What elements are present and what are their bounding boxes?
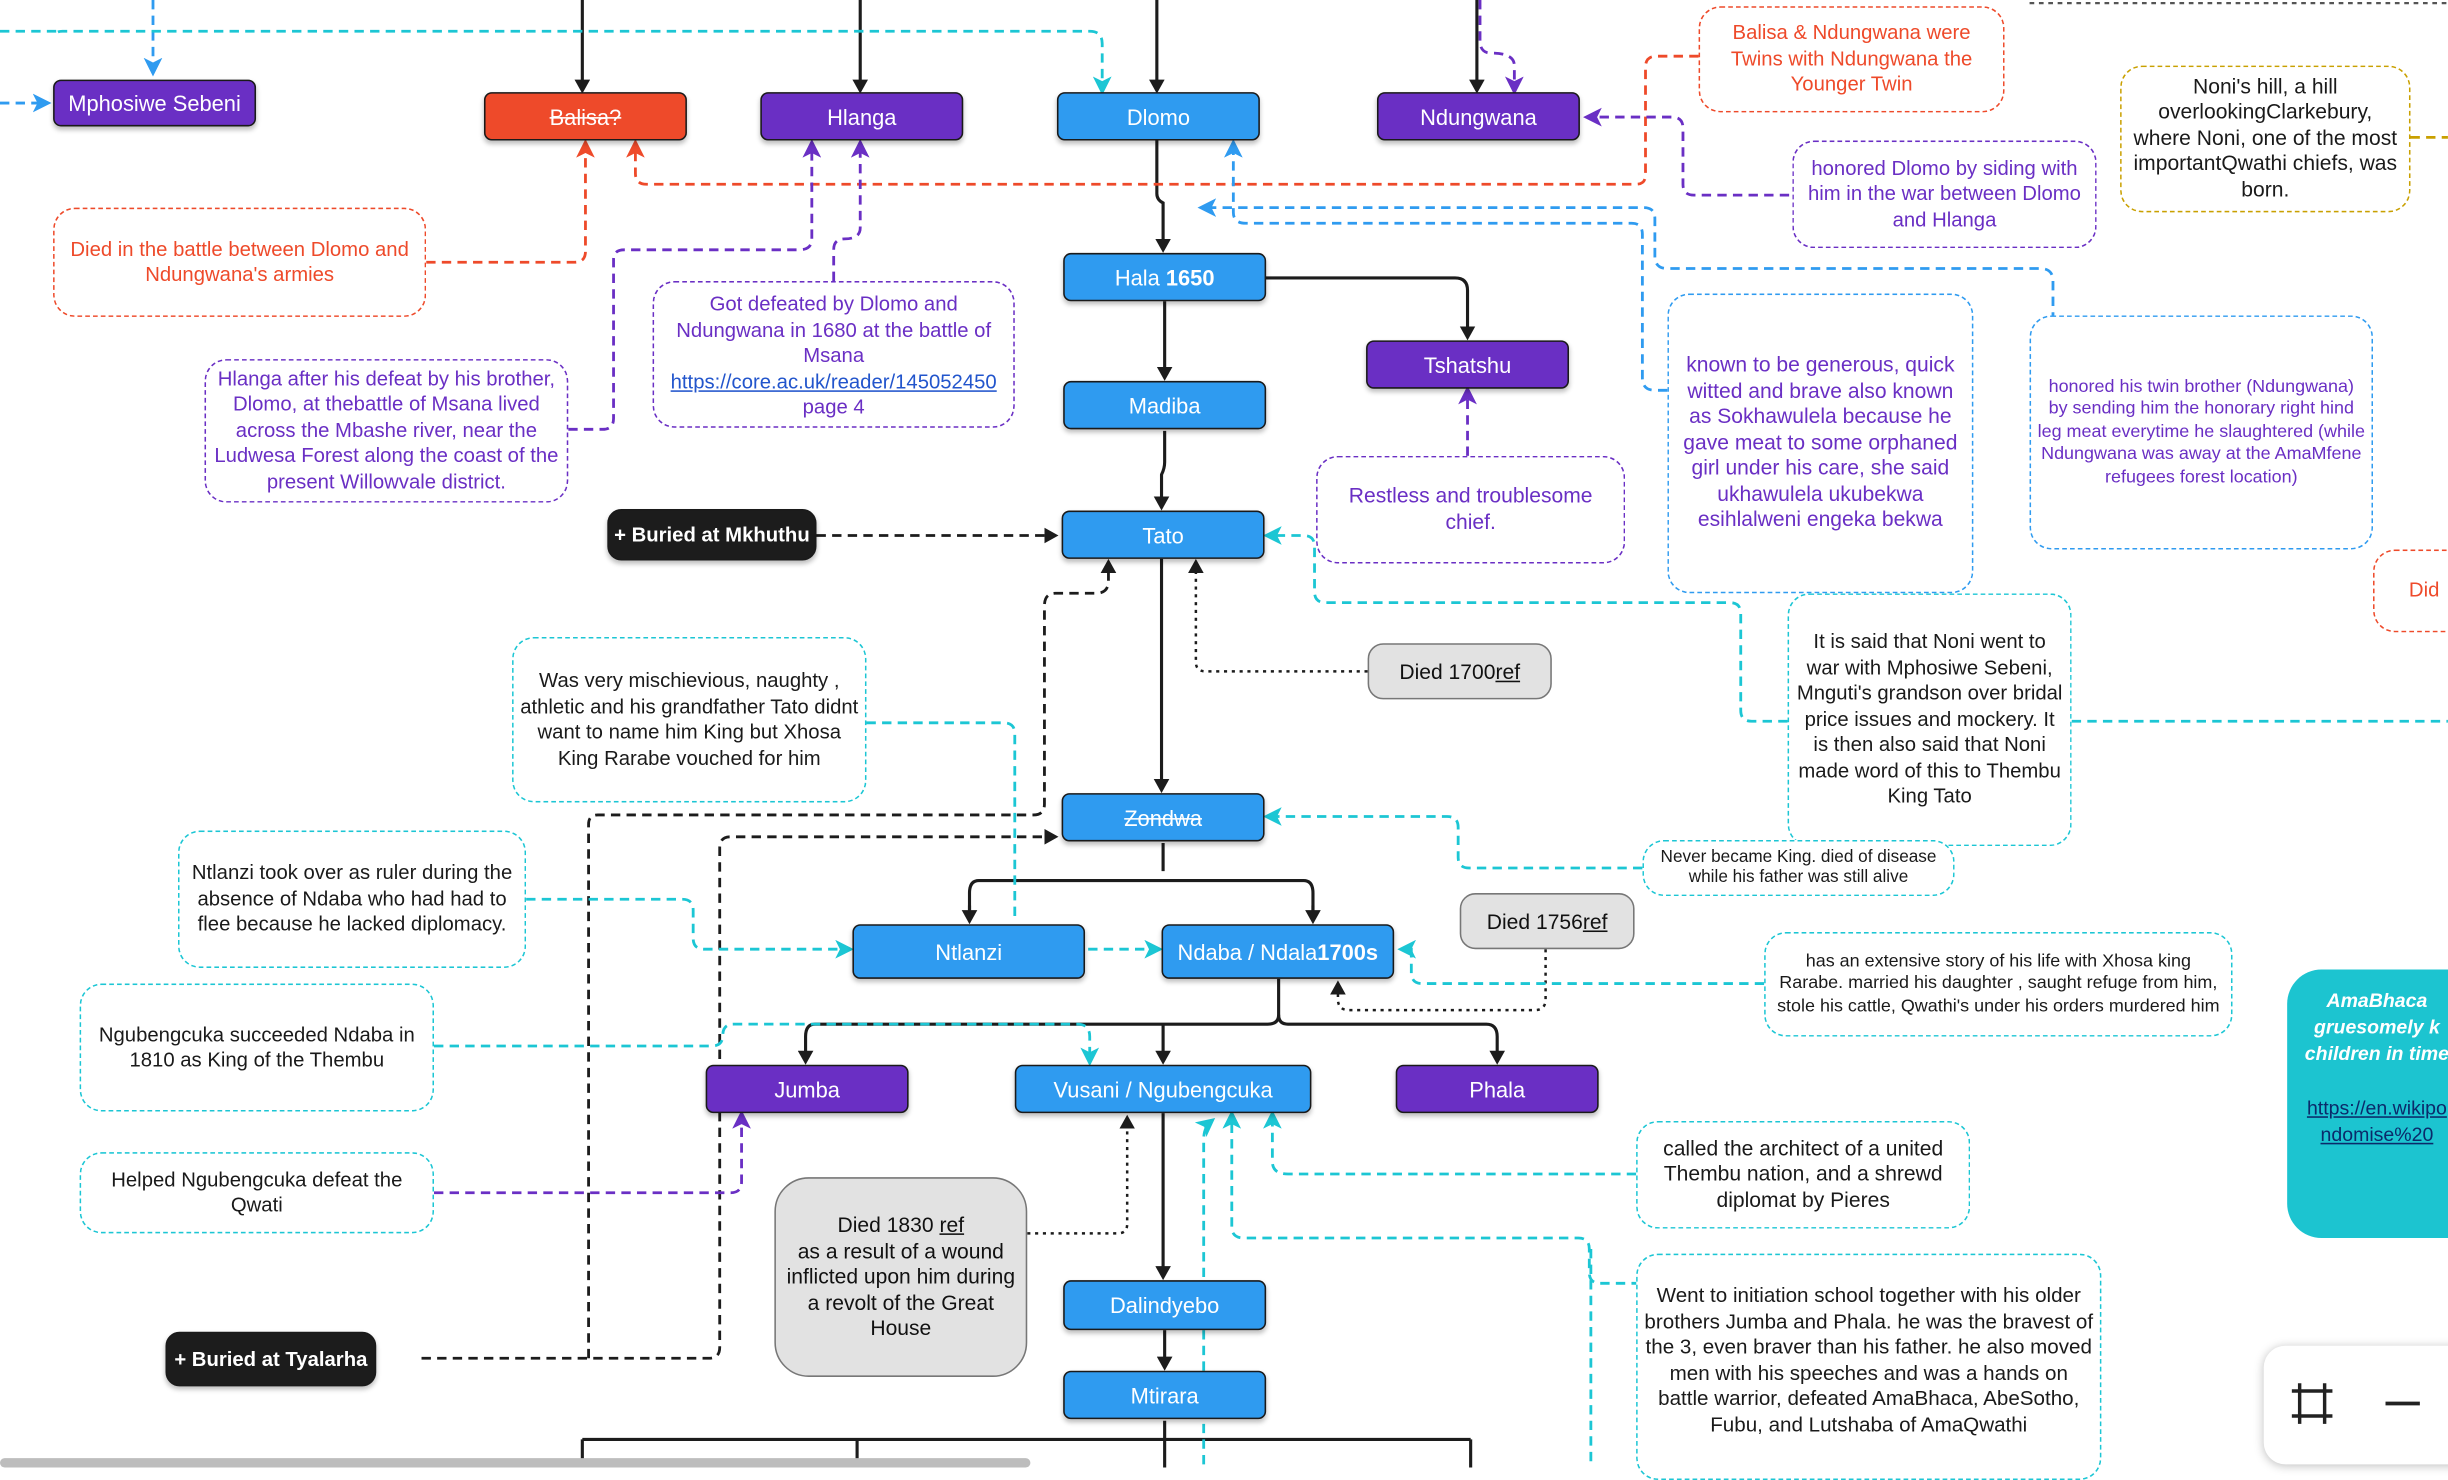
note-text: Went to initiation school together with … <box>1644 1283 2094 1436</box>
note-text: Was very mischievious, naughty , athleti… <box>520 668 859 769</box>
node-ndaba[interactable]: Ndaba / Ndala 1700s <box>1161 924 1395 979</box>
node-jumba[interactable]: Jumba <box>705 1064 909 1114</box>
note-noni-war[interactable]: It is said that Noni went to war with Mp… <box>1787 593 2072 847</box>
died-text: Died 1700 <box>1399 659 1496 684</box>
note-text: has an extensive story of his life with … <box>1777 951 2220 1016</box>
node-label: Hlanga <box>827 103 897 129</box>
died-1756-box[interactable]: Died 1756 ref <box>1459 893 1635 950</box>
ref-link[interactable]: ref <box>1495 659 1521 684</box>
note-did-partial[interactable]: Did <box>2373 549 2448 633</box>
node-vusani-ngubengcuka[interactable]: Vusani / Ngubengcuka <box>1014 1064 1312 1114</box>
note-text: Did <box>2408 578 2440 602</box>
node-mphosiwe-sebeni[interactable]: Mphosiwe Sebeni <box>53 79 257 127</box>
note-text: honored his twin brother (Ndungwana) by … <box>2037 377 2365 487</box>
note-initiation[interactable]: Went to initiation school together with … <box>1636 1253 2102 1480</box>
node-label: Mtirara <box>1130 1382 1199 1408</box>
node-phala[interactable]: Phala <box>1395 1064 1599 1114</box>
note-text: called the architect of a united Thembu … <box>1663 1136 1944 1212</box>
badge-buried-mkhuthu[interactable]: + Buried at Mkhuthu <box>607 508 817 561</box>
note-helped[interactable]: Helped Ngubengcuka defeat the Qwati <box>79 1152 435 1234</box>
note-text: Balisa & Ndungwana were Twins with Ndung… <box>1730 20 1973 96</box>
node-label: Madiba <box>1128 392 1201 418</box>
note-text: known to be generous, quick witted and b… <box>1683 353 1958 532</box>
note-text: Noni's hill, a hill overlookingClarkebur… <box>2133 74 2398 202</box>
note-text: Died in the battle between Dlomo and Ndu… <box>70 236 409 286</box>
node-label: Balisa? <box>549 103 622 129</box>
node-madiba[interactable]: Madiba <box>1063 380 1267 430</box>
node-label: Phala <box>1469 1076 1526 1102</box>
frame-icon[interactable] <box>2289 1380 2336 1427</box>
minus-icon[interactable] <box>2382 1380 2423 1427</box>
note-architect[interactable]: called the architect of a united Thembu … <box>1636 1120 1971 1229</box>
note-honored-dlomo[interactable]: honored Dlomo by siding with him in the … <box>1792 140 2097 249</box>
note-hlanga-after[interactable]: Hlanga after his defeat by his brother, … <box>204 359 569 503</box>
node-label: Vusani / Ngubengcuka <box>1053 1076 1273 1102</box>
note-restless[interactable]: Restless and troublesome chief. <box>1316 455 1626 564</box>
node-label: Dlomo <box>1126 103 1191 129</box>
horizontal-scrollbar[interactable] <box>0 1458 1031 1468</box>
node-ndungwana[interactable]: Ndungwana <box>1376 92 1580 141</box>
node-year: 1700s <box>1317 939 1379 965</box>
badge-label: + Buried at Tyalarha <box>174 1347 368 1371</box>
note-xhosa-story[interactable]: has an extensive story of his life with … <box>1764 932 2233 1037</box>
ref-link[interactable]: ref <box>939 1213 965 1237</box>
node-label: Tato <box>1142 522 1184 548</box>
badge-buried-tyalarha[interactable]: + Buried at Tyalarha <box>165 1331 377 1387</box>
note-died-battle[interactable]: Died in the battle between Dlomo and Ndu… <box>53 207 427 317</box>
note-page: page 4 <box>802 394 865 419</box>
side-card-amabhaca[interactable]: AmaBhaca gruesomely k children in time h… <box>2287 969 2448 1239</box>
node-label: Mphosiwe Sebeni <box>68 90 241 116</box>
node-balisa[interactable]: Balisa? <box>483 92 687 141</box>
note-got-defeated[interactable]: Got defeated by Dlomo and Ndungwana in 1… <box>652 281 1015 428</box>
node-label: Ndungwana <box>1420 103 1537 129</box>
node-year: 1650 <box>1165 264 1215 290</box>
node-mtirara[interactable]: Mtirara <box>1063 1370 1267 1420</box>
died-detail: as a result of a wound inflicted upon hi… <box>786 1238 1016 1340</box>
source-link[interactable]: https://core.ac.uk/reader/145052450 <box>670 369 997 393</box>
note-generous[interactable]: known to be generous, quick witted and b… <box>1667 293 1974 594</box>
note-text: Never became King. died of disease while… <box>1660 846 1937 887</box>
zoom-toolbar <box>2263 1345 2448 1465</box>
badge-label: + Buried at Mkhuthu <box>614 523 810 547</box>
node-tshatshu[interactable]: Tshatshu <box>1366 340 1570 389</box>
note-text: Helped Ngubengcuka defeat the Qwati <box>111 1166 403 1217</box>
node-label: Ntlanzi <box>935 939 1003 965</box>
side-card-title: AmaBhaca gruesomely k children in time <box>2304 989 2448 1065</box>
note-honored-twin[interactable]: honored his twin brother (Ndungwana) by … <box>2029 315 2374 550</box>
node-dlomo[interactable]: Dlomo <box>1056 92 1260 141</box>
note-never-king[interactable]: Never became King. died of disease while… <box>1642 839 1955 897</box>
died-1700-box[interactable]: Died 1700 ref <box>1367 643 1552 700</box>
node-hala[interactable]: Hala 1650 <box>1063 252 1267 302</box>
node-label: Hala <box>1114 264 1160 290</box>
note-noni-hill[interactable]: Noni's hill, a hill overlookingClarkebur… <box>2120 65 2411 213</box>
node-label: Tshatshu <box>1423 352 1512 378</box>
node-tato[interactable]: Tato <box>1061 510 1265 559</box>
note-text: Got defeated by Dlomo and Ndungwana in 1… <box>676 291 992 367</box>
node-label: Dalindyebo <box>1109 1292 1220 1318</box>
node-hlanga[interactable]: Hlanga <box>760 92 964 141</box>
note-mischievious[interactable]: Was very mischievious, naughty , athleti… <box>512 636 867 803</box>
died-text: Died 1756 <box>1486 909 1583 933</box>
node-label: Zondwa <box>1124 804 1202 830</box>
ref-link[interactable]: ref <box>1582 909 1608 933</box>
node-ntlanzi[interactable]: Ntlanzi <box>852 924 1086 979</box>
node-dalindyebo[interactable]: Dalindyebo <box>1063 1280 1267 1331</box>
note-text: Ngubengcuka succeeded Ndaba in 1810 as K… <box>98 1021 415 1071</box>
died-text: Died 1830 <box>837 1213 940 1237</box>
node-label: Jumba <box>774 1076 840 1102</box>
side-card-link[interactable]: https://en.wikipondomise%20 <box>2306 1097 2447 1146</box>
note-text: It is said that Noni went to war with Mp… <box>1796 629 2063 808</box>
node-label: Ndaba / Ndala <box>1177 939 1318 965</box>
note-text: Hlanga after his defeat by his brother, … <box>214 366 559 493</box>
note-twins[interactable]: Balisa & Ndungwana were Twins with Ndung… <box>1698 6 2005 113</box>
note-text: honored Dlomo by siding with him in the … <box>1807 155 2081 231</box>
node-zondwa[interactable]: Zondwa <box>1061 793 1265 842</box>
note-text: Ntlanzi took over as ruler during the ab… <box>191 860 513 936</box>
note-text: Restless and troublesome chief. <box>1348 483 1593 534</box>
note-ntlanzi-ruler[interactable]: Ntlanzi took over as ruler during the ab… <box>177 830 527 968</box>
note-ngubengcuka-succeeded[interactable]: Ngubengcuka succeeded Ndaba in 1810 as K… <box>79 983 435 1112</box>
